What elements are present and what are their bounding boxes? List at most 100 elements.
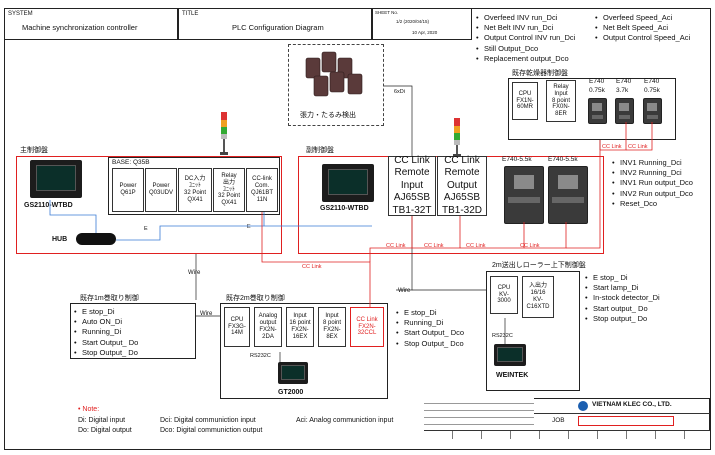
sub-inverter-1 [504,166,544,224]
panel-roller-title: 2m送出しローラー上下制御盤 [492,262,586,269]
signal-item: Stop output_ Do [585,314,660,324]
signal-item: INV2 Running_Dci [612,168,693,178]
roller-hmi-label: WEINTEK [496,372,529,379]
wire-label-1: Wire [188,270,201,276]
panel-1m-title: 既存1m巻取り制御 [80,295,139,302]
header-system-value: Machine synchronization controller [22,23,138,32]
wire-label-2: Wire [200,311,213,317]
signal-item: Running_Di [74,327,138,337]
header-sheet-value: 1/2 (2020/04/15) [396,19,430,24]
sub-link-label-3: CC Link [466,243,486,249]
company-name: VIETNAM KLEC CO., LTD. [592,401,672,408]
signal-item: E stop_Di [396,308,464,318]
sub-link-label-2: CC Link [424,243,444,249]
sub-panel-title: 副制御盤 [306,147,334,154]
dryer-inverter-2 [615,98,634,124]
dryer-link-label-1: CC Link [602,144,622,150]
wire-label-3: Wire [398,288,411,294]
signal-item: Start Output_ Do [74,338,138,348]
sub-inv2-name: E740-5.5k [548,156,578,163]
signal-item: Auto ON_Di [74,317,138,327]
sub-inv1-name: E740-5.5k [502,156,532,163]
header-system-label: SYSTEM [8,11,33,17]
footer-bottom-row [424,430,710,439]
sensor-cable-label: 6xDi [394,89,406,95]
panel-2m-rs-label: RS232C [250,353,271,359]
hub-label: HUB [52,236,68,243]
signal-item: Net Belt Speed_Aci [595,23,690,33]
main-panel-title: 主制御盤 [20,147,48,154]
top-signal-list-2: Overfeed Speed_Aci Net Belt Speed_Aci Ou… [595,13,690,44]
roller-hmi-display [494,344,526,366]
note-dco: Dco: Digital communiction output [160,427,263,434]
signal-item: Start Output_ Dco [396,328,464,338]
sensor-label: 張力・たるみ検出 [300,112,356,119]
signal-item: INV1 Run output_Dco [612,178,693,188]
note-di: Di: Digital input [78,417,126,424]
top-signal-list-1: Overfeed INV run_Dci Net Belt INV run_Dc… [476,13,575,64]
dryer-inv3-power: 0.75k [644,87,660,94]
signal-item: Stop Output_ Dco [396,339,464,349]
signal-item: Output Control Speed_Aci [595,33,690,43]
sub-inverter-2 [548,166,588,224]
sub-link-label-1: CC Link [386,243,406,249]
header-title-label: TITLE [182,11,199,17]
dryer-inv1-name: E740 [589,78,605,85]
header-system-cell [4,8,178,40]
signal-item: Overfeed INV run_Dci [476,13,575,23]
note-aci: Aci: Analog communiction input [296,417,394,424]
note-dci: Dci: Digital communiction input [160,417,256,424]
signal-item: Overfeed Speed_Aci [595,13,690,23]
sub-link-label-4: CC Link [520,243,540,249]
roller-rs-label: RS232C [492,333,513,339]
panel-2m-hmi-label: GT2000 [278,389,304,396]
eth-label-2: E [247,224,251,230]
signal-item: Still Output_Dco [476,44,575,54]
signal-item: E stop_ Di [585,273,660,283]
header-date-value: 10 Apr, 2020 [412,30,438,35]
dryer-inv1-power: 0.75k [589,87,605,94]
main-hmi-display [30,160,82,198]
main-hmi-label: GS2110-WTBD [24,202,73,209]
header-sheet-label: SHEET No. [375,10,399,15]
signal-item: Running_Di [396,318,464,328]
header-sheet-cell [372,8,472,40]
signal-item: In-stock detector_Di [585,293,660,303]
signal-item: Start output_ Do [585,304,660,314]
sub-hmi-display [322,164,374,202]
dryer-inverter-3 [643,98,662,124]
header-title-value: PLC Configuration Diagram [232,23,324,32]
header-title-cell [178,8,372,40]
panel-2m-signal-list: E stop_Di Running_Di Start Output_ Dco S… [396,308,464,349]
panel-1m-signal-list: E stop_Di Auto ON_Di Running_Di Start Ou… [74,307,138,358]
cclink-red-label: CC Link [302,264,322,270]
job-label: JOB [552,417,565,424]
roller-signal-list: E stop_ Di Start lamp_Di In-stock detect… [585,273,660,324]
dryer-panel-title: 既存乾燥器制御盤 [512,70,568,77]
dryer-inv2-power: 3.7k [616,87,629,94]
signal-item: Start lamp_Di [585,283,660,293]
main-base-label: BASE: Q35B [112,159,150,166]
panel-2m-title: 既存2m巻取り制御 [226,295,285,302]
panel-2m-hmi-display [278,362,308,384]
main-panel [16,156,282,254]
notes-title: • Note: [78,406,100,413]
eth-label-1: E [144,226,148,232]
signal-item: INV1 Running_Dci [612,158,693,168]
signal-item: Reset_Dco [612,199,693,209]
dryer-link-label-2: CC Link [628,144,648,150]
signal-item: Net Belt INV run_Dci [476,23,575,33]
